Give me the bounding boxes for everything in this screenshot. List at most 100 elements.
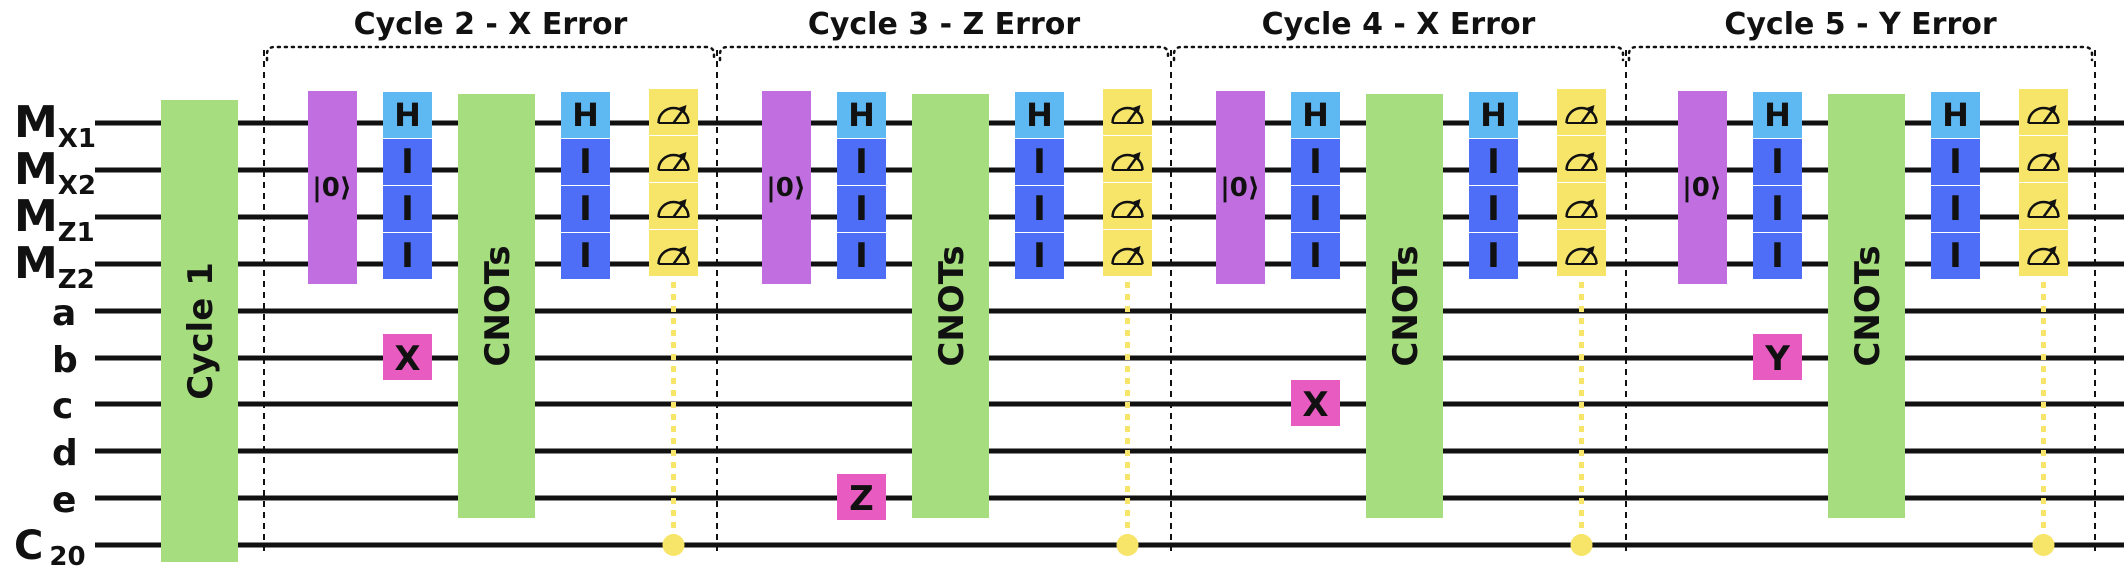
cnot-block <box>458 94 535 518</box>
error-gate <box>1753 334 1802 380</box>
i-gate-label: I <box>1487 142 1500 182</box>
measure-meter-icon <box>1565 105 1598 124</box>
wire-label: d <box>52 433 78 474</box>
wire-label-text: MZ2 <box>14 238 95 295</box>
i-gate <box>1291 139 1340 185</box>
i-gate <box>1469 139 1518 185</box>
i-gate-label: I <box>855 189 868 229</box>
h-gate-label: H <box>572 96 599 134</box>
measure-meter-icon <box>1565 246 1598 265</box>
i-gate <box>1931 233 1980 279</box>
h-gate <box>1015 92 1064 138</box>
measure-meter-icon <box>1111 105 1144 124</box>
measure-gate <box>1103 89 1152 135</box>
classical-control-dot <box>1116 534 1139 556</box>
wire-label: c <box>52 386 73 427</box>
cycle-title: Cycle 4 - X Error <box>1262 7 1536 42</box>
wire-label-sub: 20 <box>49 542 85 572</box>
measure-meter-icon <box>2027 246 2060 265</box>
cnot-block <box>1366 94 1443 518</box>
measure-meter-icon <box>1111 152 1144 171</box>
wire-label: MZ2 <box>14 238 95 295</box>
h-gate <box>561 92 610 138</box>
wire-label: b <box>52 340 78 381</box>
cycle-1-label: Cycle 1 <box>181 262 221 399</box>
i-gate-label: I <box>1033 142 1046 182</box>
measure-meter-icon <box>2027 199 2060 218</box>
measure-gate <box>649 183 698 229</box>
i-gate-label: I <box>1949 189 1962 229</box>
reset-gate <box>1216 91 1265 284</box>
wire-label: MZ1 <box>14 191 95 248</box>
h-gate <box>1469 92 1518 138</box>
i-gate <box>1015 186 1064 232</box>
error-gate <box>837 474 886 520</box>
h-gate-label: H <box>1764 96 1791 134</box>
reset-gate <box>308 91 357 284</box>
i-gate-label: I <box>579 236 592 276</box>
error-gate <box>1291 380 1340 426</box>
error-gate-label: Y <box>1764 339 1790 379</box>
cycle-1-block <box>161 100 238 562</box>
i-gate <box>561 233 610 279</box>
measure-meter-icon <box>1111 246 1144 265</box>
measure-gate <box>2019 89 2068 135</box>
i-gate <box>1015 139 1064 185</box>
cycle-bracket <box>1172 45 1625 62</box>
measure-meter-icon <box>657 152 690 171</box>
measure-meter-icon <box>657 246 690 265</box>
i-gate-label: I <box>401 142 414 182</box>
wire-label-sub: Z2 <box>58 265 95 295</box>
h-gate <box>1931 92 1980 138</box>
wire-label-main: M <box>14 238 58 289</box>
i-gate <box>1753 139 1802 185</box>
cycle-bracket <box>265 45 716 62</box>
cnot-block-label: CNOTs <box>932 245 972 366</box>
wire-label-main: C <box>14 523 43 569</box>
measure-gate <box>1103 183 1152 229</box>
h-gate <box>1753 92 1802 138</box>
i-gate <box>1753 233 1802 279</box>
reset-gate-label: |0⟩ <box>312 173 351 203</box>
i-gate-label: I <box>855 236 868 276</box>
i-gate <box>383 233 432 279</box>
wire-label-sub: X2 <box>58 171 96 201</box>
cnot-block-label: CNOTs <box>478 245 518 366</box>
measure-gate <box>1557 183 1606 229</box>
wire-label: e <box>52 480 76 521</box>
measure-gate <box>1557 89 1606 135</box>
h-gate <box>383 92 432 138</box>
i-gate-label: I <box>1487 189 1500 229</box>
wire-label: MX2 <box>14 144 96 201</box>
i-gate-label: I <box>1033 189 1046 229</box>
wire-label-text: d <box>52 433 78 474</box>
cnot-block <box>1828 94 1905 518</box>
cnot-block-label: CNOTs <box>1848 245 1888 366</box>
measure-gate <box>1557 136 1606 182</box>
cnot-block-label: CNOTs <box>1386 245 1426 366</box>
i-gate-label: I <box>1309 142 1322 182</box>
i-gate-label: I <box>1771 236 1784 276</box>
classical-control-dot <box>662 534 685 556</box>
i-gate <box>383 139 432 185</box>
i-gate <box>561 139 610 185</box>
cycle-bracket <box>1627 45 2094 62</box>
i-gate-label: I <box>1949 142 1962 182</box>
classical-control-dot <box>1570 534 1593 556</box>
h-gate <box>837 92 886 138</box>
i-gate <box>1291 186 1340 232</box>
measure-gate <box>1103 230 1152 276</box>
i-gate <box>837 233 886 279</box>
wire-label: MX1 <box>14 97 96 154</box>
cnot-block <box>912 94 989 518</box>
h-gate-label: H <box>1302 96 1329 134</box>
